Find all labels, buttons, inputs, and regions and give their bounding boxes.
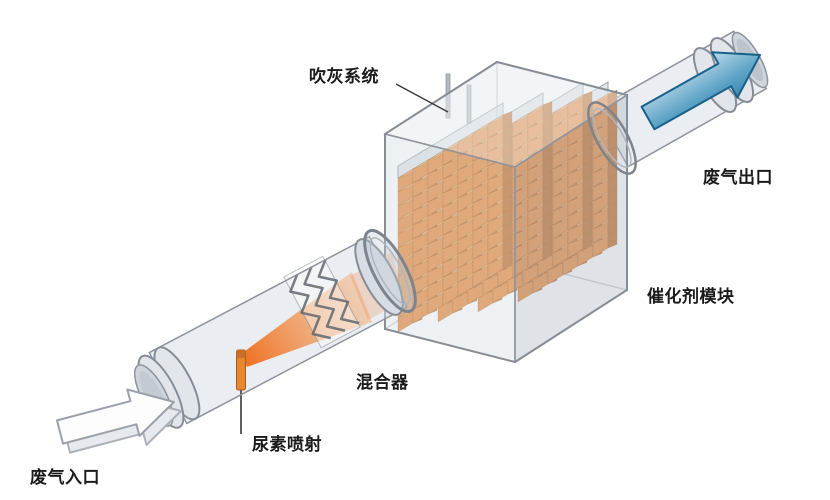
label-soot-blower: 吹灰系统 — [309, 67, 379, 87]
mixer-element — [283, 255, 361, 349]
housing — [383, 60, 629, 364]
urea-injector — [236, 349, 246, 434]
label-exhaust-outlet: 废气出口 — [703, 168, 773, 188]
inlet-flow-arrow-icon — [56, 388, 182, 454]
outlet-flow-arrow-icon — [640, 51, 761, 131]
label-mixer: 混合器 — [356, 373, 409, 393]
label-urea-injection: 尿素喷射 — [252, 435, 322, 455]
inlet-pipe — [133, 229, 417, 434]
inlet-junction-ring — [363, 229, 417, 313]
leader-soot-blower — [395, 83, 449, 113]
label-catalyst-module: 催化剂模块 — [647, 287, 735, 307]
leader-lines — [395, 83, 449, 113]
label-exhaust-inlet: 废气入口 — [30, 468, 100, 488]
outlet-junction-ring — [587, 101, 637, 175]
